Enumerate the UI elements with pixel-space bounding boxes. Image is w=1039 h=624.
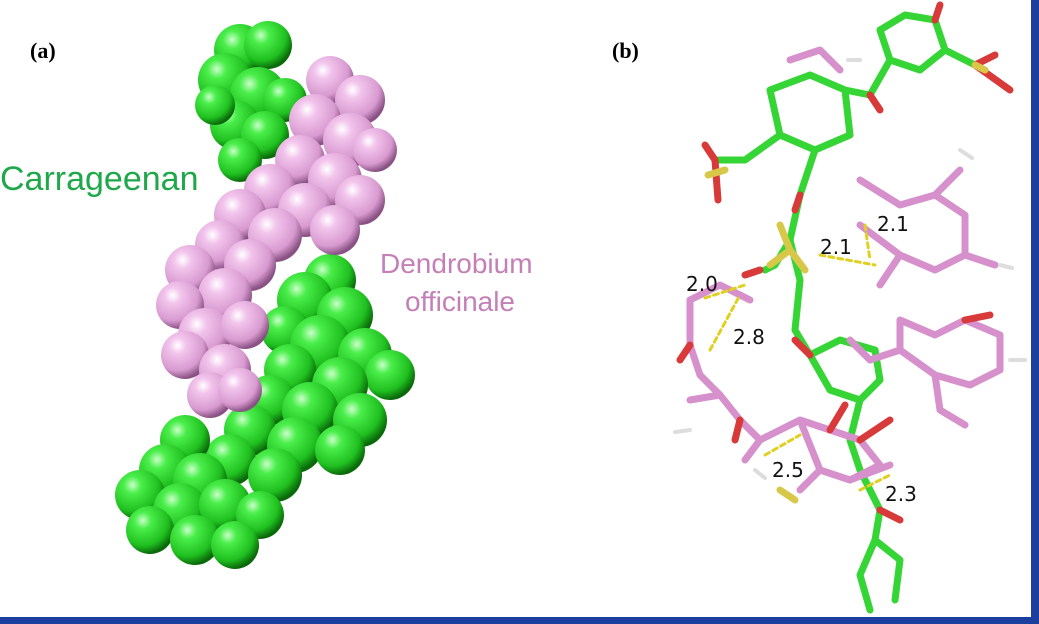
sulfur-sticks [704, 61, 989, 504]
panel-b-label: (b) [612, 38, 639, 63]
distance-label: 2.1 [877, 212, 909, 236]
oxygen-sticks [676, 1, 1014, 524]
carrageenan-sticks [711, 11, 979, 614]
dendrobium-spheres [156, 56, 397, 418]
panel-a-label: (a) [30, 38, 56, 63]
dendrobium-label-line2: officinale [405, 286, 516, 317]
dendrobium-sticks [686, 46, 1004, 494]
distance-label: 2.8 [733, 325, 765, 349]
carrageenan-label: Carrageenan [0, 160, 199, 198]
dendrobium-label-line1: Dendrobium [380, 248, 533, 279]
hydrogen-bonds [703, 223, 892, 492]
hydrogen-tips [673, 58, 1027, 480]
distance-label: 2.1 [820, 235, 852, 259]
distance-label: 2.0 [686, 272, 718, 296]
distance-label: 2.3 [885, 482, 917, 506]
distance-label: 2.5 [772, 458, 804, 482]
stick-model-b [673, 1, 1027, 614]
carrageenan-spheres [115, 21, 415, 569]
